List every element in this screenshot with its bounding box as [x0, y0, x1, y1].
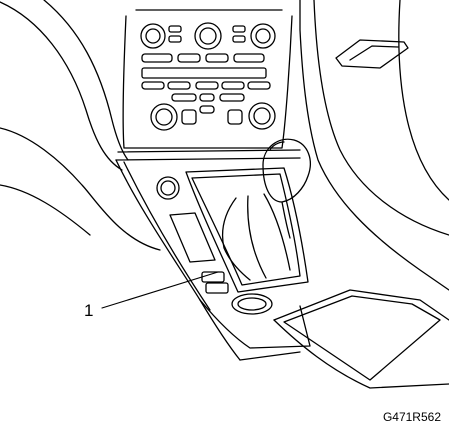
armrest-lid [283, 295, 441, 381]
callout-label-1: 1 [84, 301, 94, 320]
console-right-inner [313, 0, 449, 236]
radio-button [199, 105, 215, 114]
climate-button [168, 25, 182, 33]
console-left-wall-inner [123, 161, 211, 311]
dashboard-edge-outer [0, 1, 123, 171]
console-slot [169, 212, 216, 263]
climate-button [181, 109, 197, 125]
radio-button [195, 81, 219, 90]
display-slot [141, 67, 267, 79]
radio-button [205, 53, 229, 63]
cupholder-inner [237, 297, 267, 311]
seat-contour [0, 184, 91, 236]
console-left-wall [115, 159, 241, 361]
radio-button [141, 81, 165, 90]
console-shelf-top [117, 149, 301, 153]
air-vent-slat [349, 45, 399, 61]
callout-leader-line [101, 271, 219, 309]
radio-button [199, 93, 215, 102]
bottom-right-knob [248, 102, 276, 130]
top-right-knob-center [255, 28, 271, 44]
console-switch [205, 282, 229, 294]
shift-boot-fold [263, 193, 291, 271]
climate-button [232, 35, 246, 43]
console-round-button [156, 176, 180, 200]
top-center-knob [194, 22, 222, 50]
center-stack-frame [122, 15, 293, 149]
console-lower-edge [199, 299, 311, 349]
radio-button [247, 81, 271, 90]
armrest-top [273, 289, 449, 321]
armrest-front [273, 319, 449, 389]
bottom-right-knob-center [253, 107, 271, 125]
top-left-knob-center [145, 28, 161, 44]
console-base [239, 351, 301, 361]
top-center-knob-center [199, 27, 217, 45]
bottom-left-knob [150, 103, 178, 131]
figure-code: G471R562 [382, 410, 441, 424]
door-panel-edge [398, 0, 449, 201]
top-left-knob [140, 23, 166, 49]
bottom-left-knob-center [155, 108, 173, 126]
radio-button [141, 53, 173, 63]
radio-button [171, 93, 197, 102]
shift-boot-fold [247, 195, 267, 279]
console-round-button-center [160, 180, 176, 196]
climate-button [232, 25, 246, 33]
radio-button [177, 53, 201, 63]
top-right-knob [250, 23, 276, 49]
cupholder [231, 293, 273, 315]
radio-button [219, 93, 245, 102]
seat-edge [0, 127, 161, 251]
gear-knob [262, 138, 311, 203]
console-shelf-edge [115, 157, 301, 161]
climate-button [168, 35, 182, 43]
shift-boot-frame [185, 167, 309, 293]
gear-knob-highlight [269, 141, 285, 151]
radio-button [233, 53, 265, 63]
climate-button [227, 109, 243, 125]
air-vent [335, 39, 409, 69]
radio-button [167, 81, 191, 90]
shift-boot-frame-inner [191, 173, 301, 286]
console-right-edge [299, 0, 449, 291]
shift-boot-fold [221, 197, 251, 281]
gear-shaft [281, 201, 291, 239]
dashboard-edge-inner [43, 0, 129, 161]
radio-button [221, 81, 245, 90]
